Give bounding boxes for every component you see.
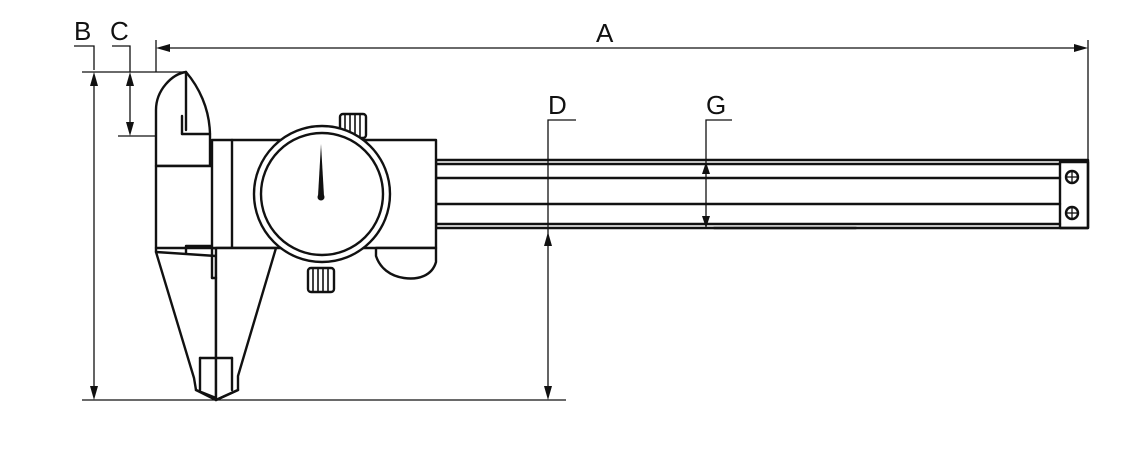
knurled-knob-icon — [306, 266, 336, 294]
label-c: C — [110, 16, 129, 46]
dimension-g: G — [702, 90, 732, 228]
label-g: G — [706, 90, 726, 120]
dimension-b: B — [74, 16, 566, 401]
dimension-d: D — [544, 90, 576, 400]
dial-needle-icon — [317, 144, 325, 201]
dimension-a: A — [155, 18, 1089, 168]
screw-icon — [1064, 205, 1080, 221]
screw-icon — [1064, 169, 1080, 185]
end-cap — [1058, 160, 1090, 230]
label-d: D — [548, 90, 567, 120]
main-beam — [434, 158, 1090, 230]
label-a: A — [596, 18, 614, 48]
dial — [252, 124, 392, 264]
fixed-jaw — [154, 70, 218, 400]
label-b: B — [74, 16, 91, 46]
